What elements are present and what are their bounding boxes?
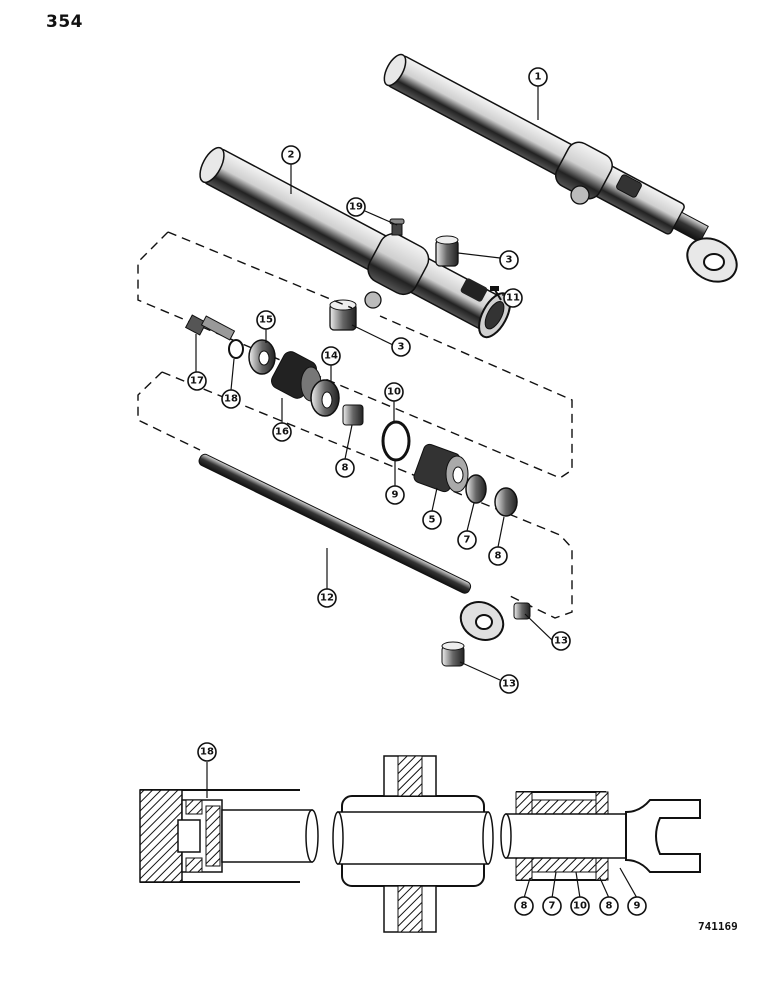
svg-text:8: 8 bbox=[342, 463, 349, 474]
svg-text:18: 18 bbox=[224, 394, 238, 405]
figure-code: 741169 bbox=[698, 920, 738, 933]
svg-text:13: 13 bbox=[502, 679, 516, 690]
rod-wiper bbox=[494, 487, 518, 517]
svg-text:18: 18 bbox=[200, 747, 214, 758]
callout-12: 12 bbox=[317, 588, 337, 608]
grease-fitting bbox=[389, 218, 405, 236]
pin-lower bbox=[441, 641, 465, 667]
detail-callout-7: 7 bbox=[542, 896, 562, 916]
callout-14: 14 bbox=[321, 346, 341, 366]
detail-callout-8-right: 8 bbox=[599, 896, 619, 916]
svg-text:17: 17 bbox=[190, 376, 204, 387]
svg-text:3: 3 bbox=[506, 255, 513, 266]
set-screw bbox=[490, 286, 502, 301]
section-view-piston-end bbox=[139, 762, 319, 883]
callout-18: 18 bbox=[221, 389, 241, 409]
piston-group-boundary-top bbox=[167, 231, 353, 309]
section-view-rod-end bbox=[500, 791, 701, 899]
svg-text:11: 11 bbox=[506, 293, 520, 304]
page-number: 354 bbox=[46, 12, 83, 32]
detail-callout-10: 10 bbox=[570, 896, 590, 916]
callout-5: 5 bbox=[422, 510, 442, 530]
svg-text:12: 12 bbox=[320, 593, 334, 604]
svg-text:10: 10 bbox=[573, 901, 587, 912]
gland-nut bbox=[413, 443, 469, 493]
piston-group-boundary bbox=[137, 231, 573, 479]
leader-lines bbox=[195, 86, 553, 681]
callout-10: 10 bbox=[384, 382, 404, 402]
svg-text:8: 8 bbox=[521, 901, 528, 912]
washer bbox=[228, 339, 244, 359]
svg-text:2: 2 bbox=[288, 150, 295, 161]
svg-text:9: 9 bbox=[634, 901, 641, 912]
rod-seal bbox=[465, 474, 487, 504]
callout-13-upper: 13 bbox=[551, 631, 571, 651]
svg-text:15: 15 bbox=[259, 315, 273, 326]
callout-1: 1 bbox=[528, 67, 548, 87]
callout-8-bushing: 8 bbox=[335, 458, 355, 478]
callout-16: 16 bbox=[272, 422, 292, 442]
section-view-pivot bbox=[332, 755, 494, 933]
svg-text:8: 8 bbox=[495, 551, 502, 562]
piston-rod bbox=[198, 453, 505, 641]
rod-group-boundary bbox=[137, 371, 201, 451]
svg-text:19: 19 bbox=[349, 202, 363, 213]
callout-19: 19 bbox=[346, 197, 366, 217]
detail-callout-9: 9 bbox=[627, 896, 647, 916]
callout-11: 11 bbox=[503, 288, 523, 308]
svg-text:16: 16 bbox=[275, 427, 289, 438]
callout-17: 17 bbox=[187, 371, 207, 391]
piston-bolt bbox=[184, 314, 236, 341]
callout-3-lower: 3 bbox=[391, 337, 411, 357]
svg-text:13: 13 bbox=[554, 636, 568, 647]
callout-8-wiper: 8 bbox=[488, 546, 508, 566]
backup-ring bbox=[310, 379, 340, 417]
detail-callout-18: 18 bbox=[197, 742, 217, 762]
detail-callout-8-left: 8 bbox=[514, 896, 534, 916]
callout-15: 15 bbox=[256, 310, 276, 330]
o-ring bbox=[381, 420, 411, 462]
rod-bushing bbox=[342, 404, 364, 426]
pivot-bushing-upper bbox=[435, 235, 459, 267]
svg-text:8: 8 bbox=[606, 901, 613, 912]
callout-13-lower: 13 bbox=[499, 674, 519, 694]
pivot-bushing-lower bbox=[329, 299, 357, 331]
svg-text:1: 1 bbox=[535, 72, 542, 83]
callout-2: 2 bbox=[281, 145, 301, 165]
svg-text:10: 10 bbox=[387, 387, 401, 398]
cylinder-assembly-1 bbox=[383, 53, 738, 283]
callout-9: 9 bbox=[385, 485, 405, 505]
svg-text:9: 9 bbox=[392, 490, 399, 501]
callout-3-upper: 3 bbox=[499, 250, 519, 270]
svg-text:14: 14 bbox=[324, 351, 338, 362]
svg-text:7: 7 bbox=[464, 535, 471, 546]
cylinder-barrel-2 bbox=[199, 146, 512, 339]
svg-text:3: 3 bbox=[398, 342, 405, 353]
svg-text:7: 7 bbox=[549, 901, 556, 912]
piston-seal bbox=[248, 339, 276, 375]
callout-7: 7 bbox=[457, 530, 477, 550]
svg-text:5: 5 bbox=[429, 515, 436, 526]
